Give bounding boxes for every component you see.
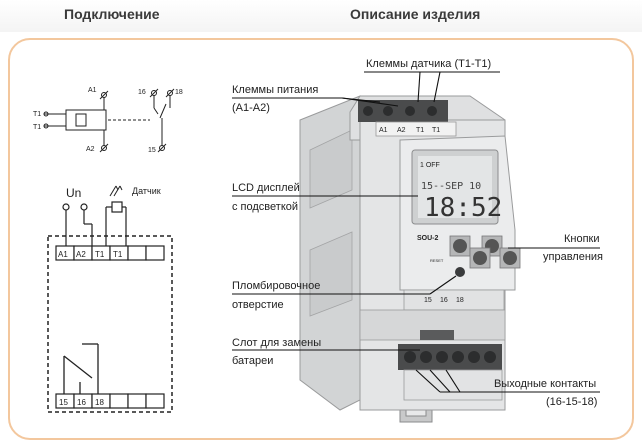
reset-label: RESET [430, 258, 444, 263]
schematic-18-label: 18 [175, 89, 183, 96]
schematic-a2-label: A2 [86, 146, 95, 153]
terminal-15: 15 [59, 398, 68, 407]
schematic-a1-label: A1 [88, 87, 97, 94]
callout-lcd-line1: LCD дисплей [232, 182, 300, 194]
output-relay-symbol [63, 343, 99, 394]
device-label-t1-a: T1 [416, 127, 424, 134]
sensor-element [111, 201, 123, 213]
sensor-icon [109, 185, 123, 197]
callout-power-terminals-line2: (A1-A2) [232, 102, 270, 114]
callout-battery-slot-line1: Слот для замены [232, 337, 321, 349]
device-label-18: 18 [456, 297, 464, 304]
device-label-15: 15 [424, 297, 432, 304]
lcd-time-text: 18:52 [424, 193, 502, 223]
header-bar: Подключение Описание изделия [0, 0, 642, 32]
callout-battery-slot-line2: батареи [232, 355, 273, 367]
content-frame [8, 38, 634, 440]
callout-control-buttons-line1: Кнопки [564, 233, 600, 245]
terminal-16: 16 [77, 398, 86, 407]
device-label-16: 16 [440, 297, 448, 304]
callout-leaders [232, 71, 600, 393]
schematic-16-label: 16 [138, 89, 146, 96]
product-description-title: Описание изделия [350, 6, 481, 22]
device-outline-dashed [47, 235, 173, 413]
terminal-a2: A2 [76, 250, 86, 259]
device-label-t1-b: T1 [432, 127, 440, 134]
terminal-18: 18 [95, 398, 104, 407]
lcd-status-text: 1 OFF [420, 162, 440, 169]
device-label-a2: A2 [397, 127, 406, 134]
connection-title: Подключение [64, 6, 160, 22]
terminal-t1-a: T1 [95, 250, 105, 259]
device-illustration [299, 95, 516, 423]
device-model-text: SOU-2 [417, 235, 439, 242]
seal-hole [455, 267, 465, 277]
supply-label: Un [66, 186, 81, 200]
terminal-a1: A1 [58, 250, 68, 259]
terminal-t1-b: T1 [113, 250, 123, 259]
callout-output-contacts-line2: (16-15-18) [546, 396, 597, 408]
top-terminal-strip [55, 245, 165, 261]
callout-seal-hole-line1: Пломбировочное [232, 280, 320, 292]
callout-power-terminals-line1: Клеммы питания [232, 84, 318, 96]
sensor-label: Датчик [132, 186, 161, 196]
callout-lcd-line2: с подсветкой [232, 201, 298, 213]
device-label-a1: A1 [379, 127, 388, 134]
callout-sensor-terminals: Клеммы датчика (T1-T1) [366, 58, 491, 70]
callout-control-buttons-line2: управления [543, 251, 603, 263]
lcd-date-text: 15--SEP 10 [421, 181, 481, 192]
schematic-t1-bottom-label: T1 [33, 124, 41, 131]
schematic-t1-top-label: T1 [33, 111, 41, 118]
callout-output-contacts-line1: Выходные контакты [494, 378, 596, 390]
wiring-lines [62, 201, 127, 246]
bottom-terminal-strip [55, 393, 165, 409]
coil-box [65, 109, 107, 131]
relay-schematic [43, 88, 175, 153]
schematic-15-label: 15 [148, 147, 156, 154]
callout-seal-hole-line2: отверстие [232, 299, 284, 311]
